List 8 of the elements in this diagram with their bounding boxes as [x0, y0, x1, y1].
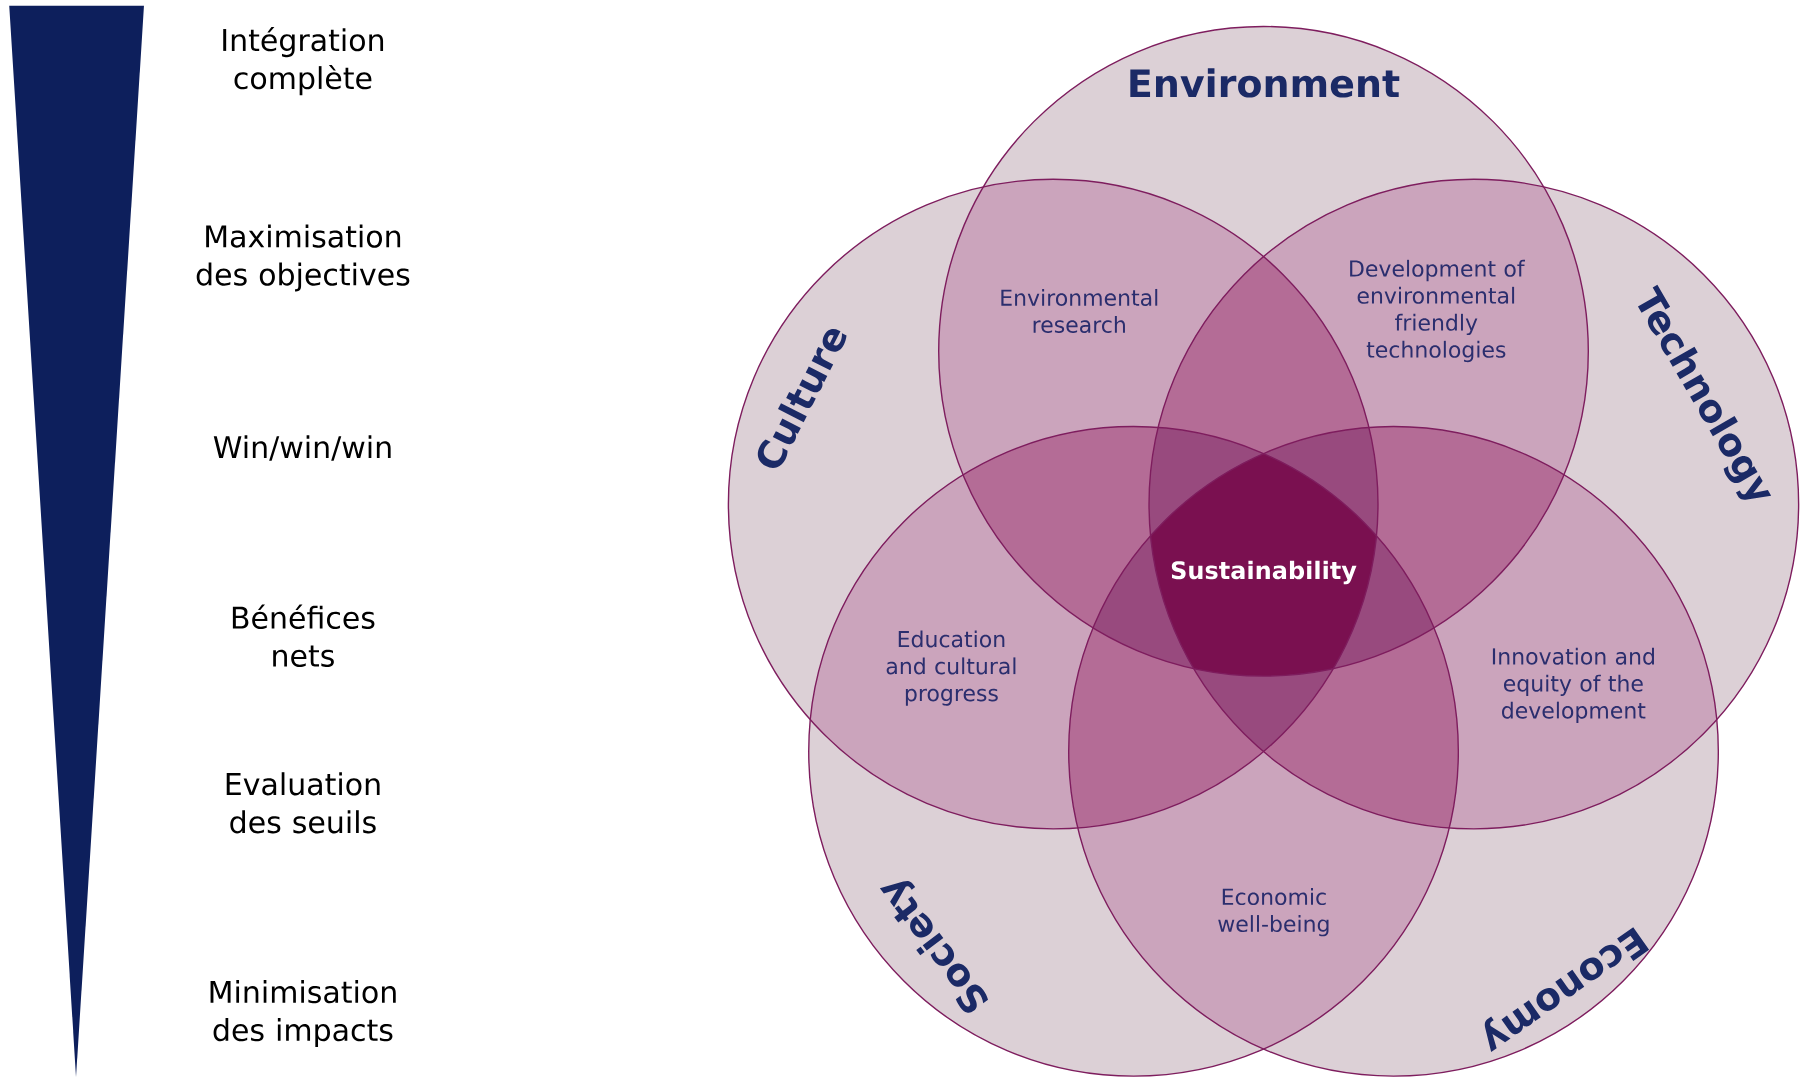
- region-label: Economic well-being: [1218, 888, 1329, 937]
- scale-label: Maximisation des objectives: [196, 224, 410, 292]
- scale-label: Intégration complète: [223, 26, 384, 96]
- scale-label: Evaluation des seuils: [226, 772, 380, 834]
- region-label: Sustainability: [1171, 560, 1357, 585]
- scale-label: Minimisation des impacts: [210, 980, 396, 1048]
- scale-label: Bénéfices nets: [232, 604, 375, 667]
- scale-label: Win/win/win: [213, 435, 391, 461]
